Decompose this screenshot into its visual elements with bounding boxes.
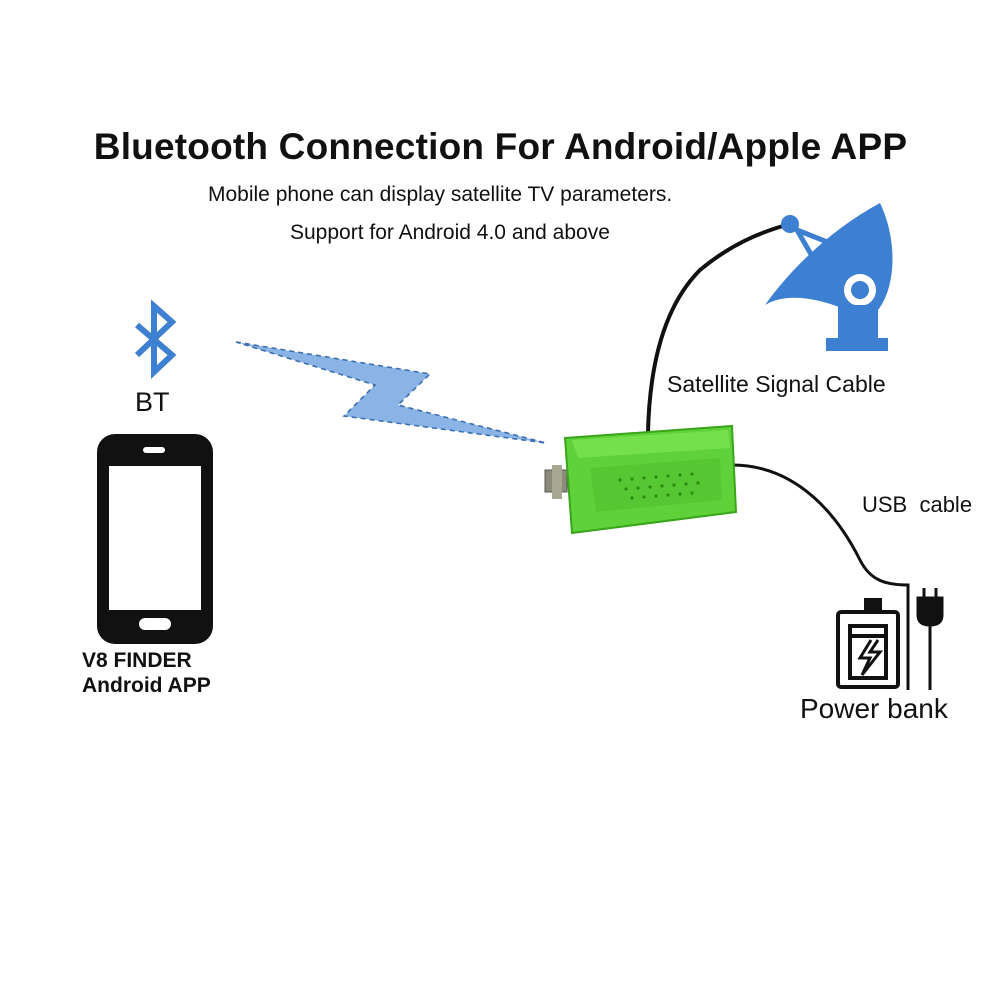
usb-cable-label: USB cable: [862, 492, 973, 517]
bt-label: BT: [135, 387, 170, 417]
lightning-signal-icon: [235, 341, 547, 444]
plug-icon: [916, 588, 944, 690]
page-title: Bluetooth Connection For Android/Apple A…: [93, 126, 908, 167]
subtitle-line-1: Mobile phone can display satellite TV pa…: [208, 183, 673, 206]
subtitle-line-2: Support for Android 4.0 and above: [290, 221, 610, 244]
app-label-line-2: Android APP: [82, 674, 211, 697]
satellite-dish-icon: [765, 203, 893, 351]
bluetooth-icon: [134, 299, 177, 379]
satellite-signal-cable: [646, 222, 791, 433]
power-bank-icon: [836, 598, 900, 689]
satellite-cable-label: Satellite Signal Cable: [667, 371, 886, 397]
satellite-finder-device: [544, 424, 738, 535]
smartphone-icon: [97, 434, 213, 644]
app-label-line-1: V8 FINDER: [82, 649, 192, 672]
power-bank-label: Power bank: [800, 693, 948, 724]
usb-cable: [731, 463, 910, 690]
